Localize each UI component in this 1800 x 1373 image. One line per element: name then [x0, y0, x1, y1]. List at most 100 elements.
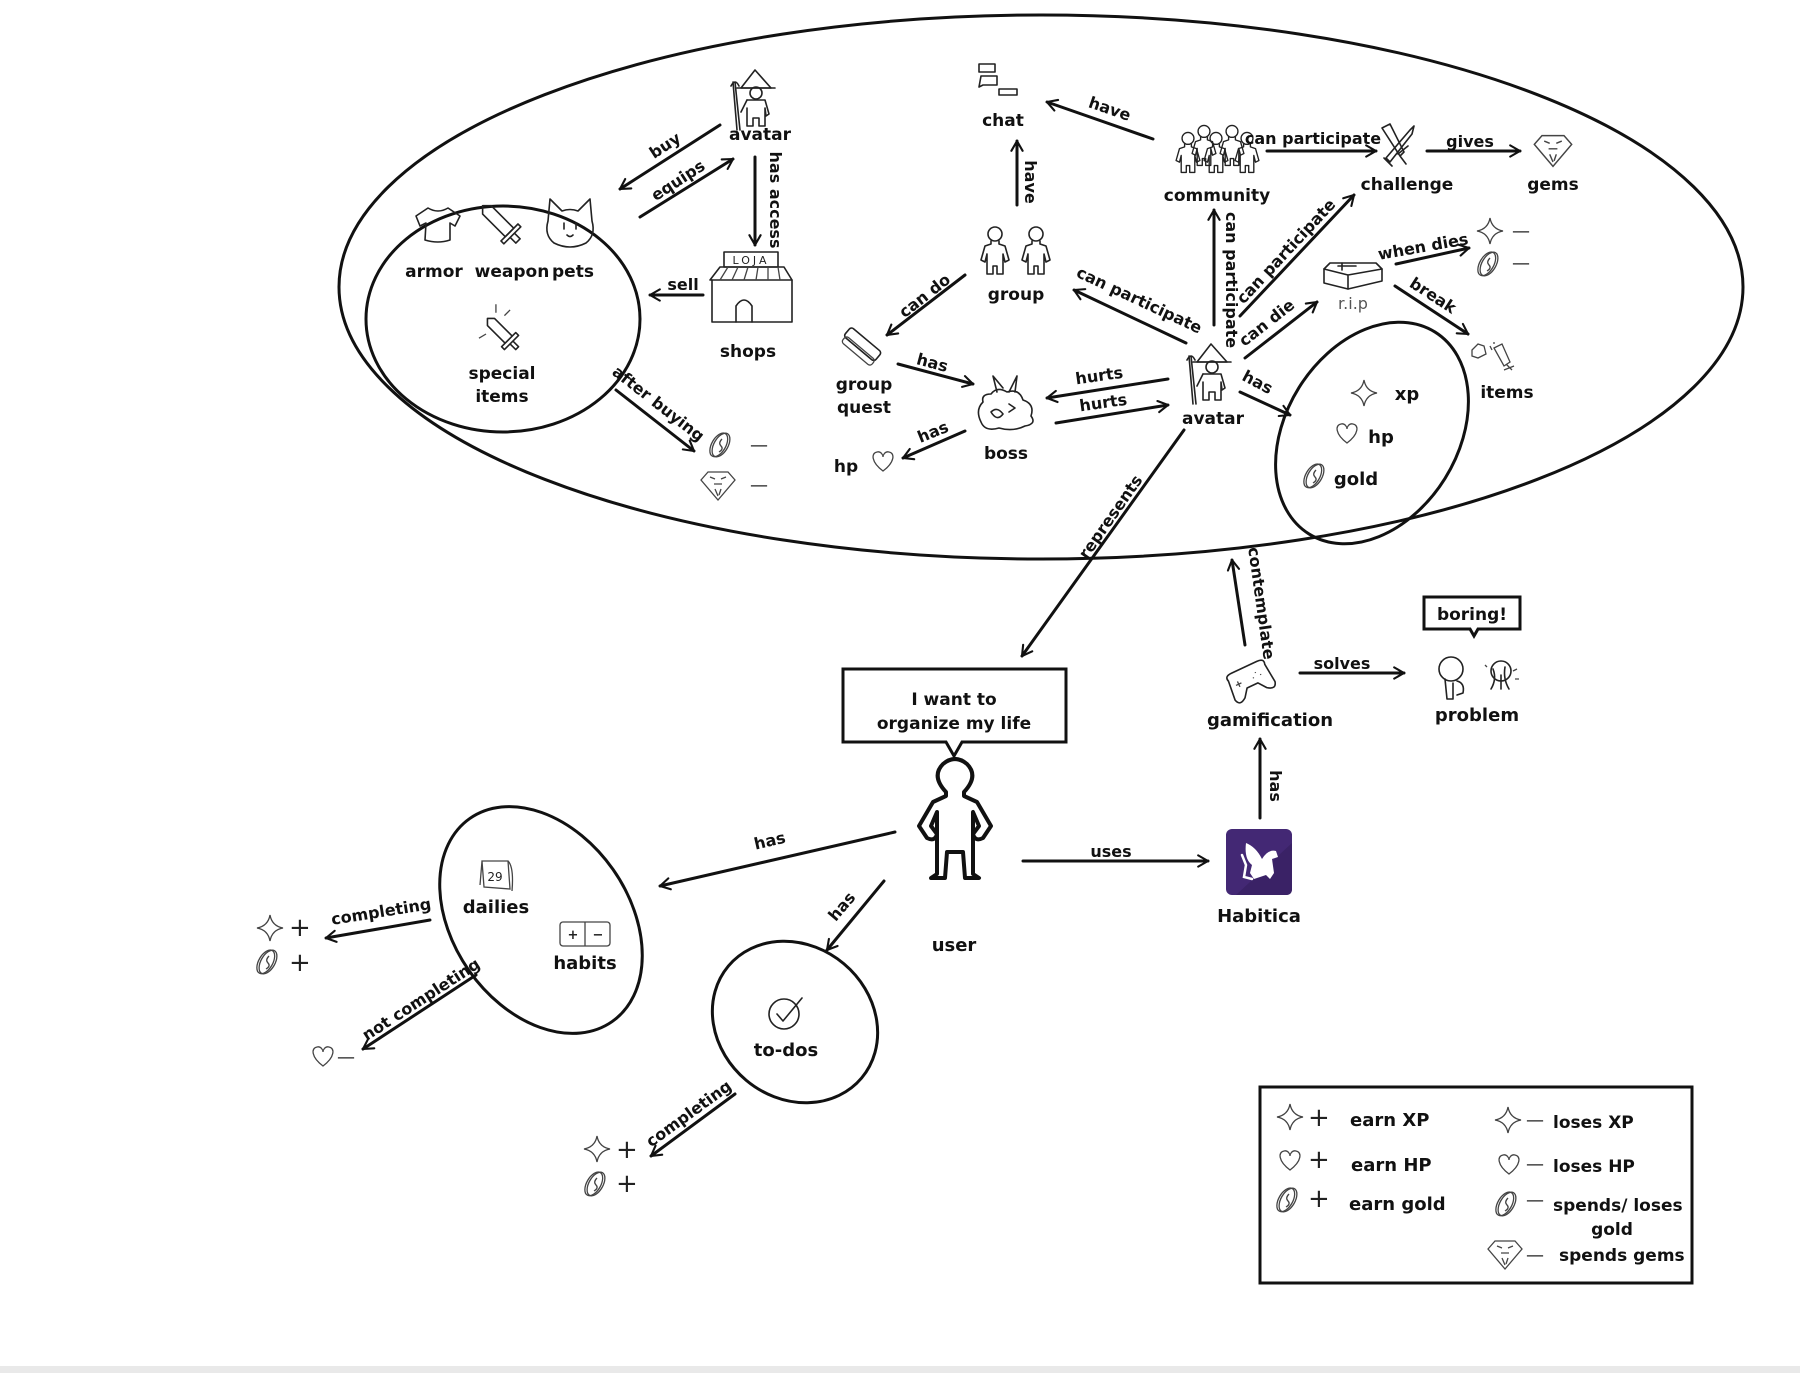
boring-speech-bubble — [1422, 595, 1522, 640]
gamification-label: gamification — [1207, 710, 1333, 731]
calendar-icon: 29 — [479, 860, 514, 892]
minus-symbol: — — [750, 435, 768, 456]
xp-icon — [1350, 379, 1378, 407]
edge-avatar-challenge-label: can participate — [1233, 195, 1340, 308]
bottom-edge — [0, 1366, 1800, 1373]
game-world-boundary — [337, 13, 1745, 561]
edge-boss-hurts-avatar — [1054, 399, 1170, 425]
avatar-stats-group — [1274, 320, 1470, 546]
edge-equips — [638, 157, 735, 219]
user-label: user — [932, 935, 977, 956]
group-member-icon — [980, 226, 1010, 275]
svg-text:LOJA: LOJA — [733, 254, 770, 267]
edge-contemplate — [1226, 558, 1247, 647]
habits-label: habits — [553, 953, 616, 974]
legend-label: gold — [1591, 1220, 1633, 1240]
edge-quest-has-label: has — [915, 349, 951, 376]
stat-xp-label: xp — [1395, 384, 1420, 405]
edge-user-has-tasks — [658, 830, 897, 891]
boss-hp-label: hp — [834, 457, 858, 477]
edge-hurts-1-label: hurts — [1074, 363, 1124, 388]
edge-break — [1393, 284, 1470, 336]
weapon-icon — [481, 204, 522, 245]
bored-person-icon — [1438, 656, 1465, 700]
edge-sell-label: sell — [667, 275, 698, 294]
plus-symbol: + — [616, 1169, 638, 1199]
speech-line-2: organize my life — [877, 714, 1031, 734]
plus-symbol: + — [289, 913, 311, 943]
legend-label: earn XP — [1350, 1110, 1429, 1131]
dailies-label: dailies — [463, 897, 529, 918]
gold-icon — [1473, 248, 1503, 280]
user-figure-icon — [917, 757, 993, 880]
legend-sign: — — [1526, 1245, 1544, 1266]
special-items-label-1: special — [468, 364, 535, 384]
todos-group — [710, 939, 880, 1105]
gem-icon — [1533, 134, 1573, 168]
weapon-label: weapon — [475, 262, 550, 282]
edge-completing-dailies — [324, 918, 432, 943]
community-label: community — [1164, 186, 1270, 206]
game-controller-icon — [1226, 659, 1277, 704]
edge-not-completing-label: not completing — [359, 954, 484, 1044]
plus-symbol: + — [616, 1135, 638, 1165]
edge-can-do-label: can do — [895, 270, 954, 322]
legend: + earn XP + earn HP + earn gold — loses … — [1258, 1085, 1694, 1285]
special-items-label-2: items — [475, 387, 528, 407]
challenge-swords-icon — [1381, 123, 1415, 167]
edge-avatar-hurts-boss — [1045, 377, 1170, 404]
group-label: group — [988, 285, 1045, 305]
edge-has-access-label: has access — [766, 152, 785, 249]
habit-minus: − — [593, 928, 604, 943]
edge-represents-label: represents — [1075, 471, 1147, 562]
shops-label: shops — [720, 342, 776, 362]
group-quest-label-2: quest — [837, 398, 891, 418]
habitica-label: Habitica — [1217, 906, 1301, 927]
boss-monster-icon — [977, 375, 1034, 431]
legend-label: earn HP — [1351, 1155, 1432, 1176]
xp-icon — [1476, 217, 1504, 245]
stat-hp-label: hp — [1368, 427, 1394, 448]
edge-when-dies — [1394, 243, 1471, 266]
dailies-habits-group — [438, 805, 644, 1035]
challenge-label: challenge — [1361, 175, 1454, 195]
equipment-group — [364, 204, 642, 434]
edge-completing-todos-label: completing — [642, 1076, 735, 1151]
rip-label: r.i.p — [1338, 294, 1368, 313]
edge-not-completing — [361, 973, 478, 1051]
habit-plus: + — [568, 928, 579, 943]
speech-line-1: I want to — [911, 690, 996, 710]
minus-symbol: — — [337, 1047, 355, 1068]
edge-avatar-challenge — [1238, 193, 1356, 318]
checkmark-icon — [768, 997, 803, 1030]
edge-user-has-todos — [825, 879, 886, 952]
legend-sign: + — [1308, 1145, 1330, 1175]
chat-label: chat — [982, 111, 1024, 131]
edge-can-do — [885, 273, 967, 337]
edge-after-buying-label: after buying — [609, 362, 708, 446]
pet-cat-icon — [546, 198, 594, 248]
edge-community-challenge-label: can participate — [1245, 129, 1381, 148]
edge-group-have-label: have — [1021, 160, 1040, 204]
group-member-icon — [1021, 226, 1051, 275]
frustrated-person-icon — [1484, 660, 1519, 690]
edge-community-have-label: have — [1086, 93, 1133, 125]
edge-gives-label: gives — [1446, 132, 1494, 151]
armor-icon — [415, 207, 461, 243]
edge-habitica-has-label: has — [1266, 770, 1285, 802]
edge-after-buying — [614, 388, 696, 453]
edge-avatar-community-label: can participate — [1222, 212, 1241, 348]
shop-icon: LOJA — [709, 251, 793, 323]
avatar-main-icon — [1186, 343, 1232, 405]
legend-label: spends/ loses — [1553, 1196, 1683, 1216]
legend-sign: — — [1526, 1154, 1544, 1175]
habitica-logo[interactable] — [1226, 829, 1292, 895]
edge-uses-label: uses — [1090, 842, 1131, 861]
pets-label: pets — [552, 262, 594, 282]
xp-icon — [583, 1135, 611, 1163]
edge-represents — [1020, 428, 1186, 658]
avatar-shop-label: avatar — [729, 125, 792, 145]
legend-label: loses HP — [1553, 1157, 1635, 1177]
gem-icon — [700, 471, 736, 501]
boss-label: boss — [984, 444, 1028, 464]
